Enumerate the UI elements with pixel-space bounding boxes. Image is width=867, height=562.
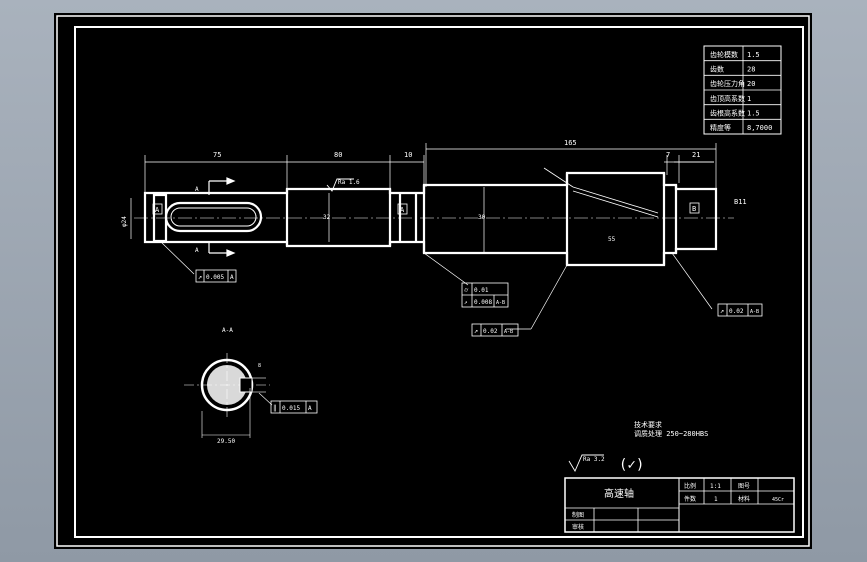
dim-75: 75 (213, 151, 221, 159)
dim-10: 10 (404, 151, 412, 159)
notes-line1: 技术要求 (634, 420, 662, 429)
title-checked-label: 审核 (572, 523, 584, 531)
notes-line2: 调质处理 250~280HBS (634, 429, 708, 438)
surface-ra-main: Ra 3.2 (583, 456, 605, 463)
datum-box-a2 (397, 203, 408, 215)
param-label: 齿轮压力角 (710, 79, 745, 88)
dim-165: 165 (564, 139, 577, 147)
svg-text:0.005: 0.005 (206, 274, 224, 281)
svg-text:A: A (308, 405, 312, 412)
gear-parameter-table: 齿轮模数 1.5 齿数 28 齿轮压力角 20 齿顶高系数 1 齿根高系数 1.… (703, 45, 782, 135)
title-drawno-label: 图号 (738, 483, 750, 490)
svg-text:A-B: A-B (496, 300, 505, 306)
svg-text:0.02: 0.02 (729, 308, 744, 315)
dim-21: 21 (692, 151, 700, 159)
param-label: 齿轮模数 (710, 50, 738, 59)
svg-text:↗: ↗ (464, 299, 468, 306)
datum-box-b (689, 202, 700, 214)
tick-symbol: (✓) (619, 457, 644, 473)
dim-8: 8 (258, 363, 261, 369)
svg-text:⌭: ⌭ (464, 287, 469, 294)
param-value: 20 (747, 80, 755, 88)
svg-text:↗: ↗ (720, 307, 724, 315)
dimension-lines-top (144, 143, 717, 195)
keyway-inner (170, 207, 257, 227)
title-part-name: 高速轴 (604, 487, 634, 500)
title-material: 45Cr (772, 497, 784, 503)
section-a-a-view (184, 353, 273, 438)
title-qty: 1 (714, 496, 718, 503)
sheet-inner-border (74, 26, 804, 538)
drawing-sheet: 齿轮模数 1.5 齿数 28 齿轮压力角 20 齿顶高系数 1 齿根高系数 1.… (56, 15, 810, 547)
title-material-label: 材料 (738, 495, 750, 503)
dim-32: 32 (323, 214, 331, 221)
dim-b11: B11 (734, 198, 747, 206)
sheet-outer-border (56, 15, 810, 547)
section-label: A-A (222, 327, 233, 334)
datum-b: B (692, 205, 696, 213)
svg-text:A-B: A-B (750, 309, 759, 315)
tolerance-frame-2: ⌭ 0.01 ↗ 0.008 A-B (423, 252, 509, 308)
datum-a2: A (400, 206, 405, 214)
title-scale: 1:1 (710, 483, 721, 490)
datum-box-a (152, 203, 163, 215)
param-value: 1.5 (747, 51, 760, 59)
param-value: 8,7000 (747, 124, 772, 132)
dim-7: 7 (666, 151, 670, 159)
diameter-dim-lines (130, 187, 485, 253)
section-arrow-label-top: A (195, 186, 199, 193)
title-qty-label: 件数 (684, 495, 696, 503)
title-scale-label: 比例 (684, 482, 696, 490)
svg-text:↗: ↗ (474, 327, 478, 335)
gear-helix-lines (543, 167, 659, 218)
section-arrow-bottom (208, 241, 236, 257)
tolerance-frame-3: ↗ 0.02 A-B (471, 264, 568, 337)
surface-roughness-symbol (326, 178, 354, 192)
dim-55: 55 (608, 236, 616, 243)
svg-text:↗: ↗ (198, 273, 202, 281)
section-arrow-top (208, 177, 236, 195)
tolerance-frame-1: ↗ 0.005 A (161, 242, 237, 283)
svg-text:A: A (230, 274, 234, 281)
surface-ra-16: Ra 1.6 (338, 179, 360, 186)
dim-dia-left: φ24 (121, 216, 128, 227)
param-value: 1 (747, 95, 751, 103)
svg-text:0.008: 0.008 (474, 299, 492, 306)
tolerance-frame-4: ↗ 0.02 A-B (671, 252, 763, 317)
svg-text:0.015: 0.015 (282, 405, 300, 412)
section-arrow-label-bottom: A (195, 247, 199, 254)
dim-2950: 29.50 (217, 438, 235, 445)
param-label: 齿顶高系数 (710, 94, 745, 103)
param-value: 28 (747, 66, 755, 74)
surface-roughness-main (568, 454, 604, 472)
param-label: 齿数 (710, 65, 724, 74)
param-label: 齿根高系数 (710, 109, 745, 118)
svg-text:0.01: 0.01 (474, 287, 489, 294)
title-block (564, 477, 795, 533)
dim-30: 30 (478, 214, 486, 221)
svg-text:∥: ∥ (273, 404, 277, 412)
param-label: 精度等 (710, 123, 731, 132)
param-value: 1.5 (747, 110, 760, 118)
dim-80: 80 (334, 151, 342, 159)
svg-text:0.02: 0.02 (483, 328, 498, 335)
cad-viewport[interactable]: 齿轮模数 1.5 齿数 28 齿轮压力角 20 齿顶高系数 1 齿根高系数 1.… (54, 13, 812, 549)
tolerance-frame-5: ∥ 0.015 A (270, 400, 318, 414)
title-drawn-label: 制图 (572, 511, 584, 519)
datum-a: A (155, 206, 160, 214)
svg-text:A-B: A-B (504, 329, 513, 335)
